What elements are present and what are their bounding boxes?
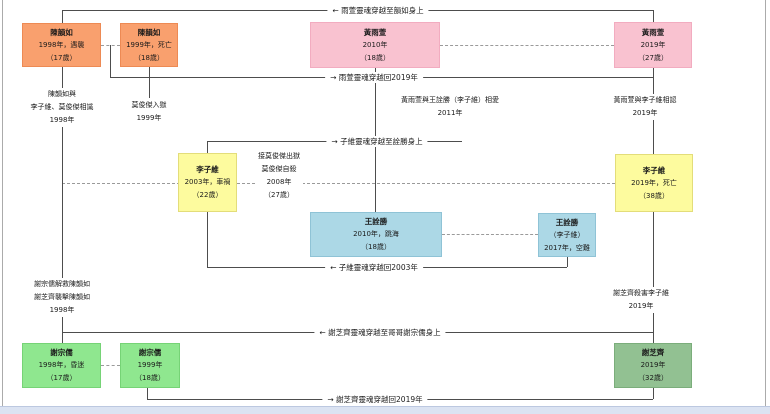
label-zhiqi-to-zongru: ← 謝芝齊靈魂穿越至哥哥謝宗儒身上: [314, 327, 446, 338]
label-ziwei-back-2003: ← 子維靈魂穿越回2003年: [325, 262, 423, 273]
bottom-bar: [0, 406, 770, 414]
annotation-huang-wang-love: 黃雨萱與王詮勝（李子維）相愛 2011年: [398, 94, 502, 120]
box-wang-quansheng-2010: 王詮勝 2010年，跳海 （18歲）: [310, 212, 442, 257]
box-li-ziwei-2003: 李子維 2003年，車禍 （22歲）: [178, 153, 237, 212]
column-line-1998: [62, 10, 63, 343]
box-chen-yunru-1999: 陳韻如 1999年，死亡 （18歲）: [120, 23, 178, 67]
box-huang-yuxuan-2010: 黃雨萱 2010年 （18歲）: [310, 22, 440, 68]
box-xie-zongru-1999: 謝宗儒 1999年 （18歲）: [120, 343, 180, 388]
box-xie-zongru-1998: 謝宗儒 1998年，昏迷 （17歲）: [22, 343, 101, 388]
label-zhiqi-back-2019: → 謝芝齊靈魂穿越回2019年: [322, 394, 428, 405]
connector-zongru1999-down: [147, 388, 148, 399]
connector-chen-to-return-line: [110, 45, 111, 77]
annotation-mo-imprisoned: 莫俊傑入獄 1999年: [128, 99, 170, 125]
label-ziwei-to-quansheng: → 子維靈魂穿越至詮勝身上: [326, 136, 428, 147]
dashed-huang-timeline: [440, 45, 614, 46]
label-yuxuan-to-yunru: ← 雨萱靈魂穿越至韻如身上: [327, 5, 429, 16]
annotation-zhiqi-kills-li: 謝芝齊殺害李子維 2019年: [610, 287, 672, 313]
frame-left-edge: [2, 0, 3, 406]
box-huang-yuxuan-2019: 黃雨萱 2019年 （27歲）: [614, 22, 692, 68]
annotation-zongru-rescue-zhiqi-attack: 謝宗儒解救陳韻如 謝芝齊襲擊陳韻如 1998年: [31, 278, 93, 317]
dashed-xie-timeline: [101, 365, 120, 366]
label-yuxuan-back-2019: → 雨萱靈魂穿越回2019年: [325, 72, 423, 83]
annotation-mo-release-suicide: 接莫俊傑出獄 莫俊傑自殺 2008年 （27歲）: [255, 150, 303, 202]
box-wang-quansheng-2017: 王詮勝 （李子維） 2017年，空難: [538, 213, 596, 257]
connector-chen1999-down: [149, 67, 150, 98]
dashed-li-timeline: [62, 183, 615, 184]
connector-wang2017-down: [567, 257, 568, 267]
dashed-wang-timeline: [442, 234, 538, 235]
box-chen-yunru-1998: 陳韻如 1998年，遇襲 （17歲）: [22, 23, 101, 67]
box-xie-zhiqi-2019: 謝芝齊 2019年 （32歲）: [614, 343, 692, 388]
annotation-chen-meets-li-mo: 陳韻如與 李子維、莫俊傑相識 1998年: [27, 88, 97, 127]
frame-right-edge: [765, 0, 766, 406]
box-li-ziwei-2019: 李子維 2019年，死亡 （38歲）: [615, 154, 693, 212]
annotation-huang-li-reunite: 黃雨萱與李子維相認 2019年: [610, 94, 680, 120]
